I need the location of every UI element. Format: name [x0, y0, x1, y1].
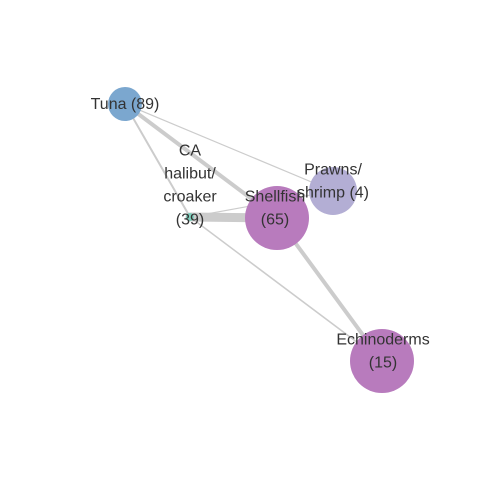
node-label-line: (65): [261, 212, 289, 229]
edge-tuna-prawns: [124, 103, 334, 192]
node-echinoderms: [350, 329, 414, 393]
node-label-line: Echinoderms: [336, 332, 429, 349]
node-label-line: CA: [179, 143, 202, 160]
nodes-layer: [108, 87, 414, 393]
node-label-prawns: Prawns/shrimp (4): [297, 162, 369, 202]
node-label-line: Shellfish: [245, 189, 305, 206]
node-label-line: (15): [369, 355, 397, 372]
node-label-line: (39): [176, 212, 204, 229]
node-label-line: Prawns/: [304, 162, 362, 179]
node-label-echinoderms: Echinoderms (15): [336, 332, 429, 372]
node-label-line: halibut/: [164, 166, 216, 183]
node-label-tuna: Tuna (89): [91, 96, 160, 113]
node-shellfish: [245, 186, 309, 250]
labels-layer: Tuna (89) Prawns/shrimp (4) CA halibut/croa…: [91, 96, 430, 372]
node-label-shellfish: Shellfish (65): [245, 189, 305, 229]
node-halibut: [186, 213, 194, 221]
node-tuna: [108, 87, 142, 121]
edge-halibut-echinoderms: [189, 216, 383, 362]
node-prawns: [309, 167, 357, 215]
edge-tuna-halibut: [124, 103, 191, 218]
node-label-halibut: CA halibut/croaker (39): [163, 143, 217, 229]
node-label-line: Tuna (89): [91, 96, 160, 113]
node-label-line: croaker: [163, 189, 217, 206]
node-label-line: shrimp (4): [297, 185, 369, 202]
